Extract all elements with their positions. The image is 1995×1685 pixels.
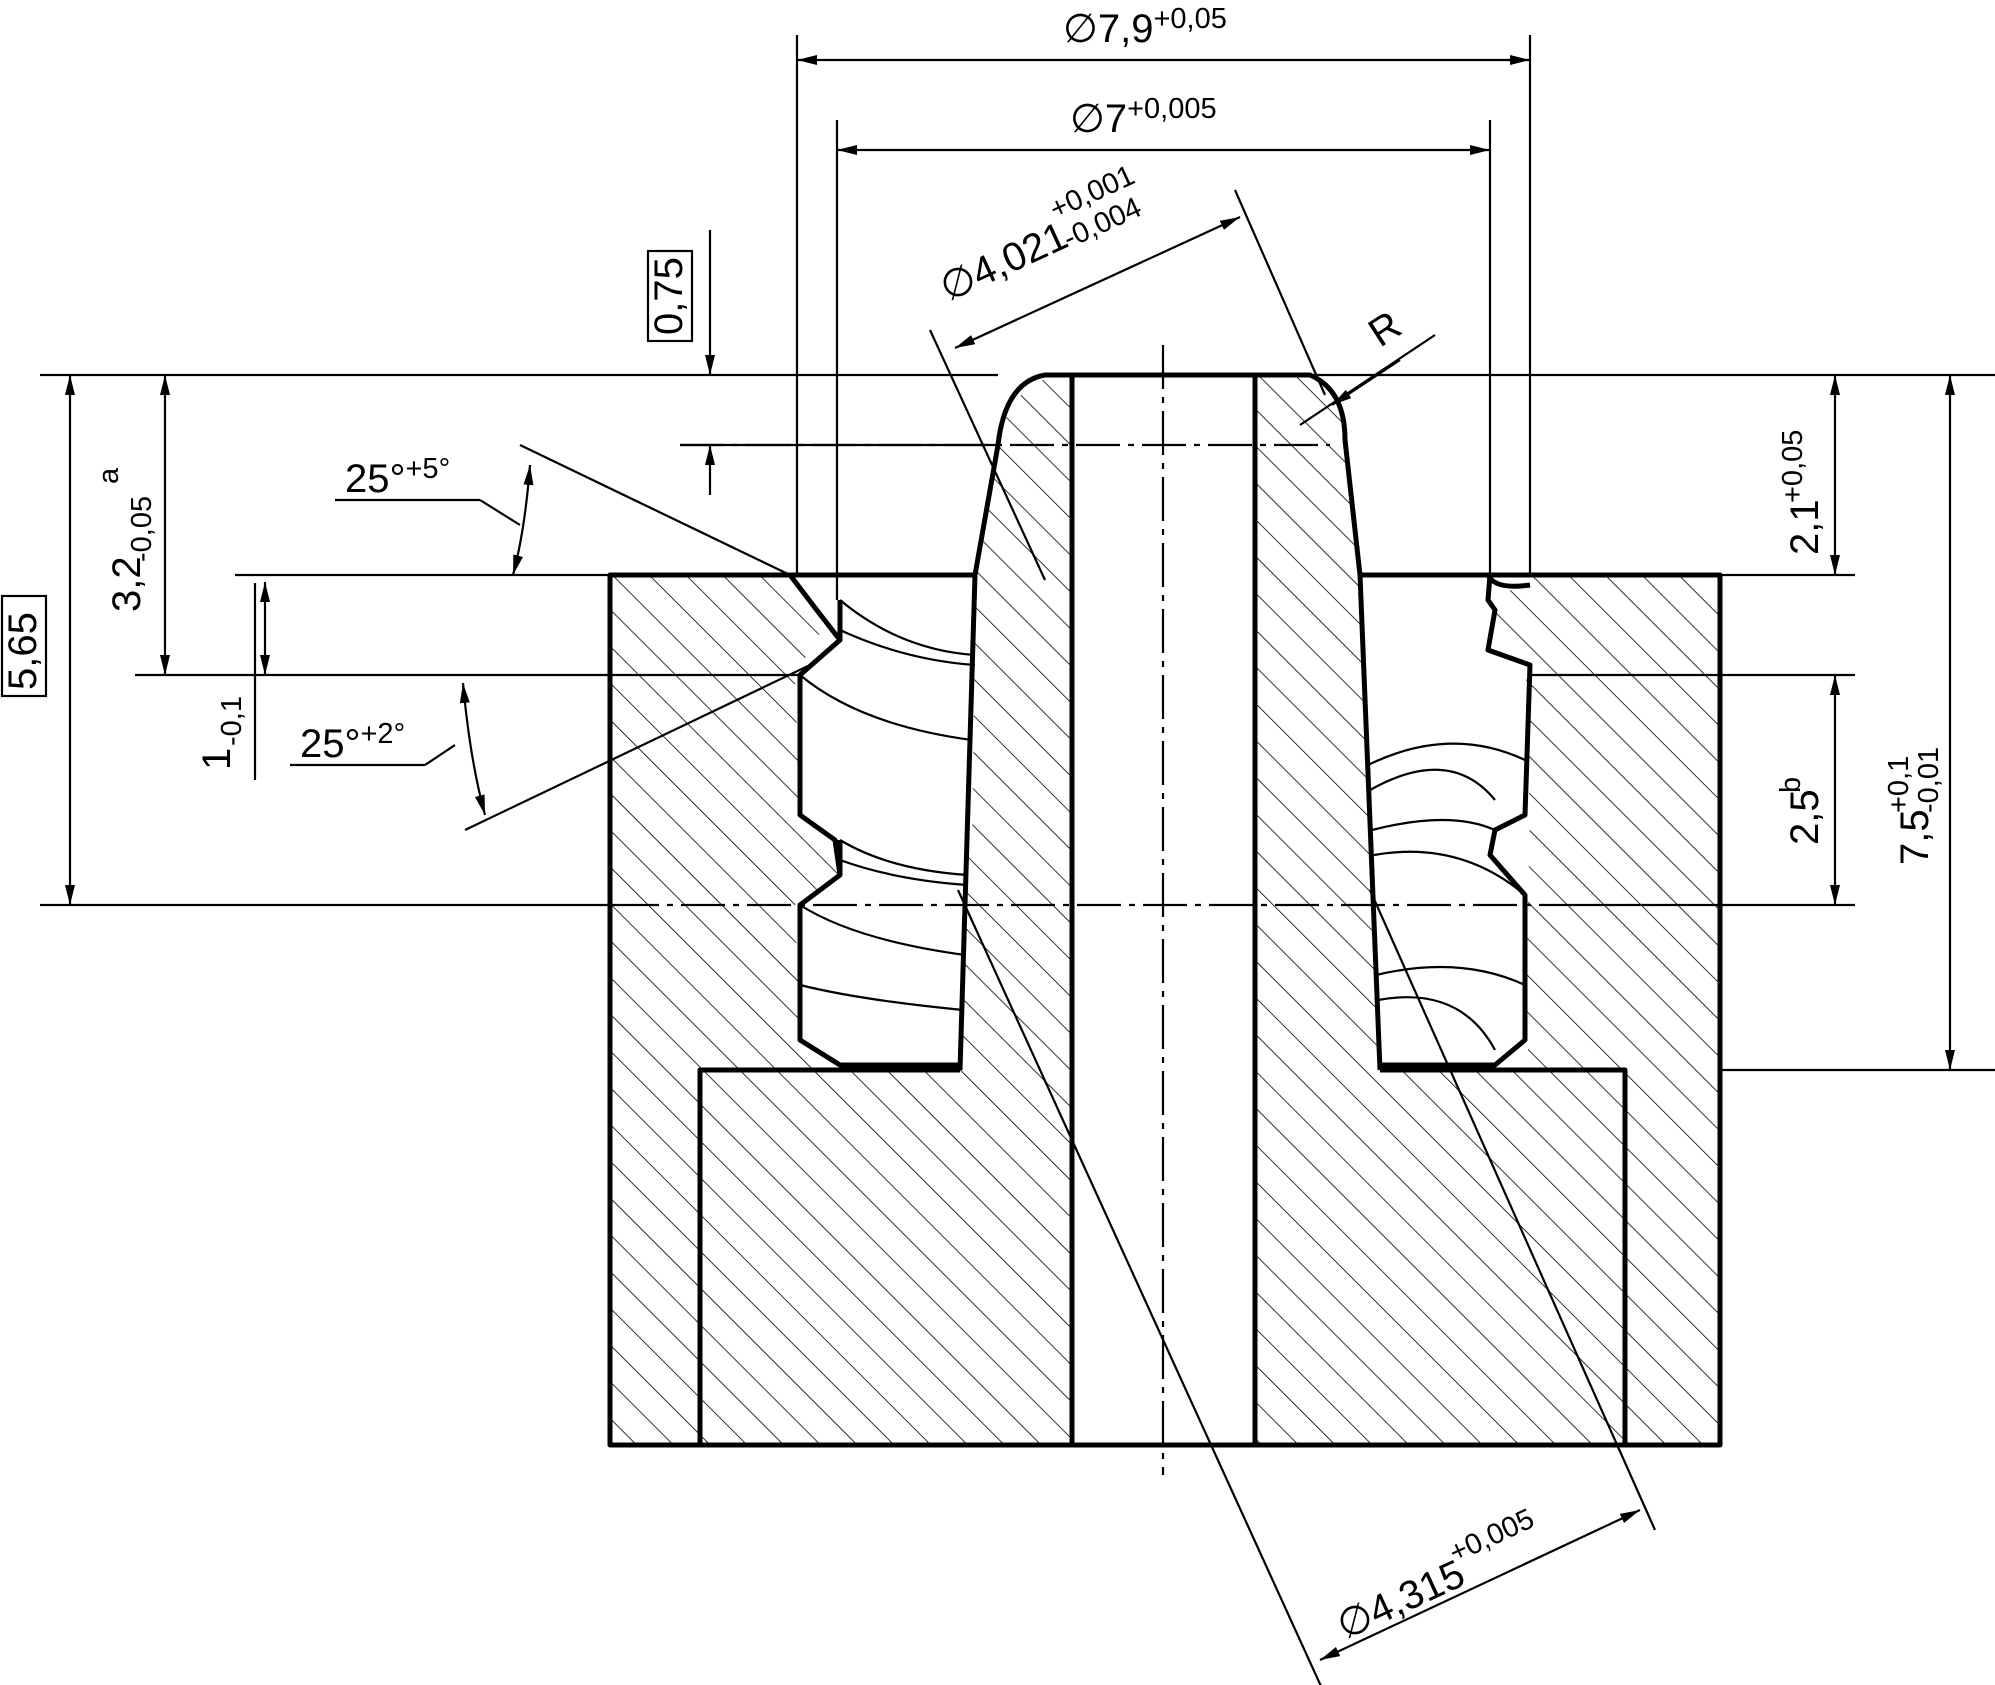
svg-text:2,1: 2,1	[1783, 499, 1827, 555]
svg-text:b: b	[1775, 777, 1807, 793]
dim-line-taper-base	[1319, 1509, 1641, 1661]
body-right-hatch	[1490, 575, 1720, 1445]
dim-arc-angle-lower	[459, 682, 487, 816]
svg-text:a: a	[93, 467, 125, 484]
dim-height-2-1: 2,1 +0,05	[1777, 430, 1827, 555]
svg-text:+0,05: +0,05	[1777, 430, 1809, 503]
hatched-section	[610, 375, 1720, 1445]
dim-height-3-2: 3,2 -0,05 a	[93, 467, 158, 612]
dim-angle-upper: 25°+5°	[345, 453, 450, 501]
dim-outer-diameter: ∅7,9+0,05	[1063, 3, 1227, 51]
body-center-left-hatch	[700, 375, 1072, 1445]
dim-basic-0-75: 0,75	[646, 249, 694, 343]
svg-text:R: R	[1361, 303, 1409, 356]
svg-text:3,2: 3,2	[105, 556, 149, 612]
dimension-lines	[65, 55, 1955, 1661]
svg-text:-0,01: -0,01	[1913, 747, 1945, 813]
dim-line-taper-top	[954, 216, 1241, 349]
extension-lines	[40, 35, 1995, 1685]
svg-text:-0,1: -0,1	[216, 696, 248, 746]
part-outline	[607, 372, 1723, 1448]
svg-text:5,65: 5,65	[1, 612, 45, 690]
svg-text:2,5: 2,5	[1783, 789, 1827, 845]
dim-height-1: 1 -0,1	[195, 696, 248, 770]
svg-text:1: 1	[195, 748, 239, 770]
svg-text:∅4,021: ∅4,021	[933, 214, 1074, 310]
svg-text:+0,1: +0,1	[1883, 756, 1915, 813]
svg-text:7,5: 7,5	[1893, 809, 1937, 865]
dim-arc-angle-upper	[511, 464, 534, 576]
dim-height-2-5: 2,5 b	[1775, 777, 1827, 845]
svg-text:+0,005: +0,005	[1444, 1503, 1539, 1569]
dim-angle-lower: 25°+2°	[300, 718, 405, 766]
dim-inner-diameter: ∅7+0,005	[1070, 93, 1217, 141]
dimension-texts: ∅7,9+0,05 ∅7+0,005 ∅4,021 +0,001 -0,004 …	[0, 3, 1945, 1648]
dim-line-radius	[1331, 359, 1401, 406]
dim-basic-5-65: 5,65	[0, 594, 48, 698]
svg-text:-0,05: -0,05	[126, 496, 158, 562]
dim-height-7-5: 7,5 +0,1 -0,01	[1883, 747, 1945, 865]
svg-text:0,75: 0,75	[647, 257, 691, 335]
dim-taper-top-diameter: ∅4,021 +0,001 -0,004	[933, 159, 1146, 310]
dim-radius: R	[1361, 303, 1409, 356]
body-center-right-hatch	[1255, 375, 1625, 1445]
dim-taper-base-diameter: ∅4,315 +0,005	[1330, 1503, 1539, 1648]
svg-text:∅4,315: ∅4,315	[1330, 1552, 1471, 1648]
